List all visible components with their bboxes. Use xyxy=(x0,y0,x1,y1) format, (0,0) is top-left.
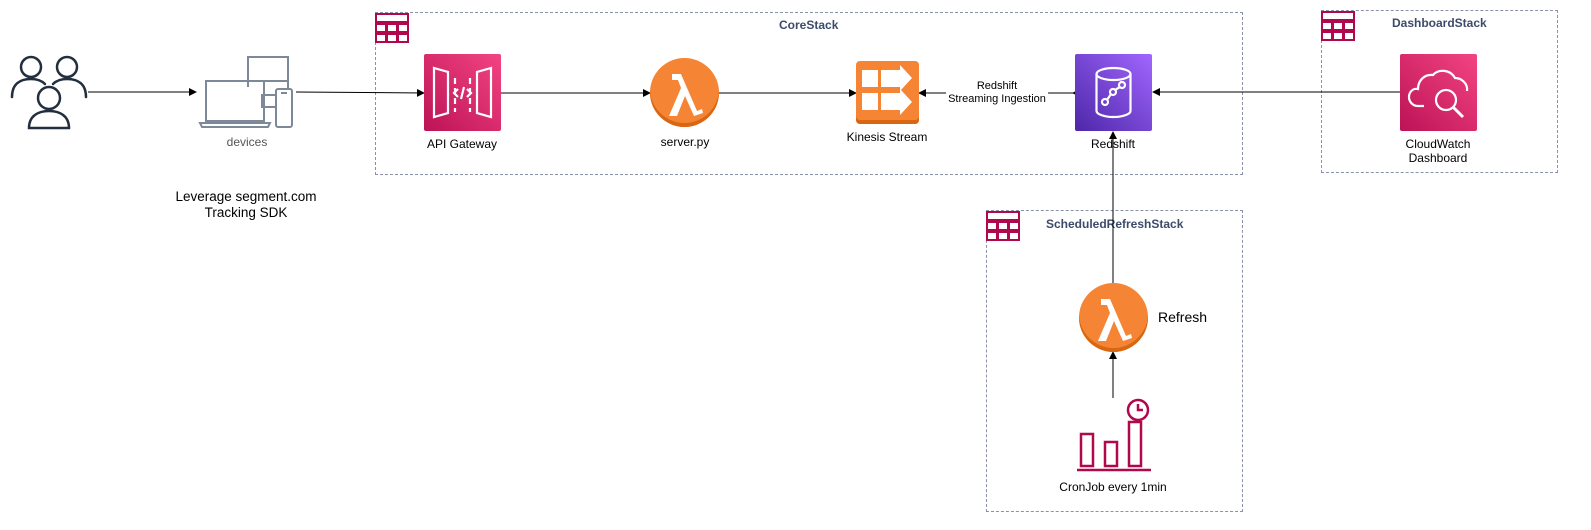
redshift-label: Redshift xyxy=(1090,137,1136,151)
cloudformation-stack-icon xyxy=(986,211,1020,241)
lambda-icon xyxy=(669,74,703,116)
api-gateway-icon xyxy=(432,66,493,119)
redshift-icon xyxy=(1095,66,1132,119)
dashboard-stack-label: DashboardStack xyxy=(1392,16,1487,30)
core-stack-group xyxy=(375,12,1243,175)
scheduled-refresh-stack-label: ScheduledRefreshStack xyxy=(1046,217,1184,231)
cloudwatch-label-line2: Dashboard xyxy=(1408,151,1468,165)
cloudwatch-node[interactable] xyxy=(1400,54,1477,131)
cloudformation-stack-icon xyxy=(375,13,409,43)
server-label: server.py xyxy=(660,135,710,149)
scheduled-refresh-stack-group xyxy=(986,210,1243,512)
cloudwatch-label: CloudWatch Dashboard xyxy=(1406,137,1471,165)
scheduled-event-icon[interactable] xyxy=(1075,398,1153,474)
refresh-label: Refresh xyxy=(1158,309,1208,325)
cloudwatch-icon xyxy=(1407,69,1469,119)
sdk-note-line1: Leverage segment.com xyxy=(175,189,317,204)
devices-label: devices xyxy=(226,135,268,149)
users-icon xyxy=(10,55,88,130)
cronjob-label: CronJob every 1min xyxy=(1059,480,1167,494)
ingestion-label-line2: Streaming Ingestion xyxy=(948,93,1046,105)
kinesis-label: Kinesis Stream xyxy=(846,130,928,144)
server-lambda-node[interactable] xyxy=(650,58,719,127)
cloudwatch-label-line1: CloudWatch xyxy=(1405,137,1471,151)
edge-devices-apigw xyxy=(295,88,425,97)
ingestion-label-line1: Redshift xyxy=(976,80,1018,92)
refresh-lambda-node[interactable] xyxy=(1079,283,1148,352)
sdk-note: Leverage segment.com Tracking SDK xyxy=(175,189,316,221)
api-gateway-label: API Gateway xyxy=(426,137,498,151)
api-gateway-node[interactable] xyxy=(424,54,501,131)
cloudformation-stack-icon xyxy=(1321,11,1355,41)
lambda-icon xyxy=(1098,299,1132,341)
kinesis-node[interactable] xyxy=(856,61,919,124)
ingestion-edge-label: Redshift Streaming Ingestion xyxy=(946,80,1048,106)
kinesis-icon xyxy=(862,65,912,115)
core-stack-label: CoreStack xyxy=(779,18,839,32)
sdk-note-line2: Tracking SDK xyxy=(204,205,288,220)
devices-icon xyxy=(198,56,293,128)
redshift-node[interactable] xyxy=(1075,54,1152,131)
